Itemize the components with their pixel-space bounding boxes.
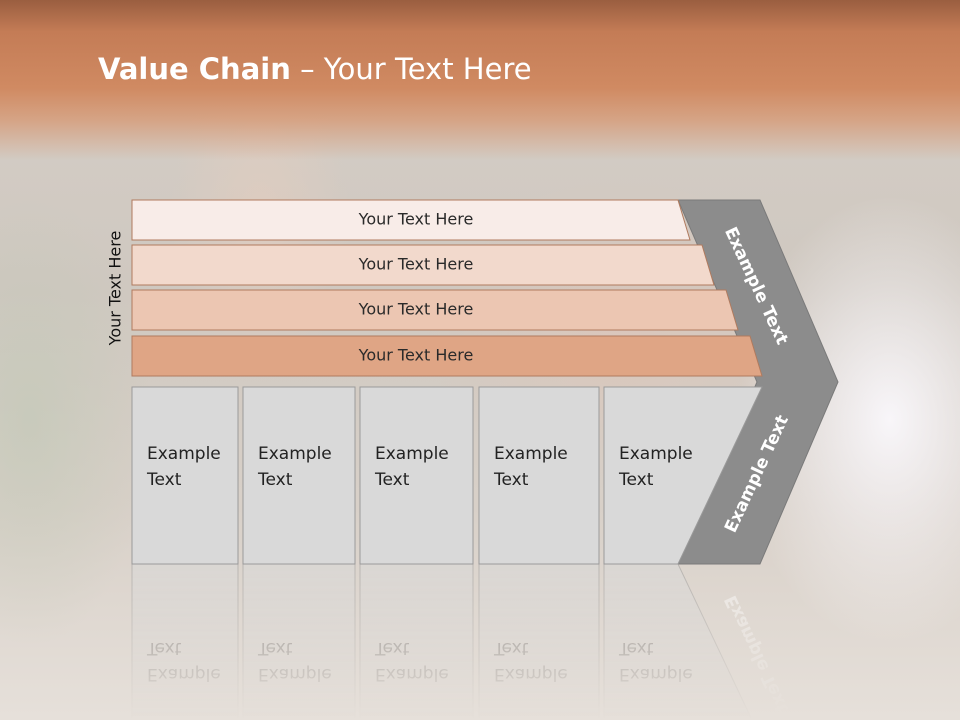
box-3-line2: Text [374, 470, 410, 490]
title-rest: – Your Text Here [290, 52, 532, 86]
box-4-line1: Example [494, 444, 568, 464]
box-4-line2-reflection: Text [493, 638, 529, 658]
box-2-line2: Text [257, 470, 293, 490]
box-4[interactable] [478, 386, 600, 565]
bar-4-label: Your Text Here [358, 346, 474, 365]
bar-2[interactable] [131, 244, 715, 286]
box-1-line1: Example [147, 444, 221, 464]
box-2-reflection [242, 563, 356, 720]
box-1[interactable] [131, 386, 239, 565]
bar-3[interactable] [131, 289, 739, 331]
box-3[interactable] [359, 386, 474, 565]
bar-4[interactable] [131, 335, 763, 377]
box-3-line2-reflection: Text [374, 638, 410, 658]
bar-2-label: Your Text Here [358, 255, 474, 274]
box-5-line2-reflection: Text [618, 638, 654, 658]
box-5-line1-reflection: Example [619, 664, 693, 684]
box-2-line1: Example [258, 444, 332, 464]
box-2-line1-reflection: Example [258, 664, 332, 684]
box-1-line2-reflection: Text [146, 638, 182, 658]
bar-1-label: Your Text Here [358, 210, 474, 229]
box-4-reflection [478, 563, 600, 720]
box-5-line2: Text [618, 470, 654, 490]
box-3-line1: Example [375, 444, 449, 464]
box-3-line1-reflection: Example [375, 664, 449, 684]
box-1-reflection [131, 563, 239, 720]
slide-title[interactable]: Value Chain – Your Text Here [98, 52, 532, 86]
box-1-line1-reflection: Example [147, 664, 221, 684]
title-bold: Value Chain [98, 52, 291, 86]
bar-1[interactable] [131, 199, 691, 241]
box-2-line2-reflection: Text [257, 638, 293, 658]
box-5[interactable] [603, 386, 763, 565]
box-2[interactable] [242, 386, 356, 565]
box-4-line1-reflection: Example [494, 664, 568, 684]
box-1-line2: Text [146, 470, 182, 490]
box-3-reflection [359, 563, 474, 720]
box-4-line2: Text [493, 470, 529, 490]
bar-3-label: Your Text Here [358, 300, 474, 319]
box-5-line1: Example [619, 444, 693, 464]
title-band [0, 0, 960, 160]
